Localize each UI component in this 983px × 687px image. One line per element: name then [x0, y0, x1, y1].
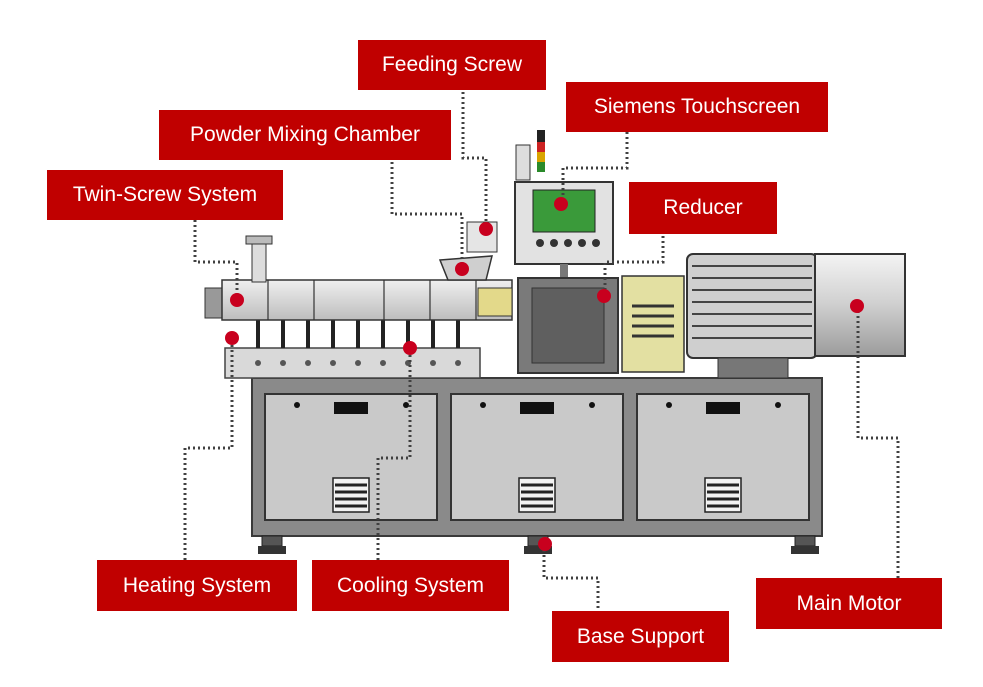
marker-dot-icon — [230, 293, 244, 307]
label-feeding-screw: Feeding Screw — [358, 40, 546, 90]
leader-heating — [183, 338, 234, 560]
label-powder-mixing-chamber: Powder Mixing Chamber — [159, 110, 451, 160]
label-cooling-system: Cooling System — [312, 560, 509, 611]
label-siemens-touchscreen: Siemens Touchscreen — [566, 82, 828, 132]
marker-dot-icon — [479, 222, 493, 236]
main-motor — [686, 253, 906, 379]
marker-dot-icon — [538, 537, 552, 551]
marker-dot-icon — [455, 262, 469, 276]
marker-dot-icon — [225, 331, 239, 345]
base-cabinet — [251, 377, 823, 554]
control-tower — [466, 130, 614, 280]
marker-dot-icon — [850, 299, 864, 313]
cooling-manifold — [224, 318, 481, 379]
label-twin-screw-system: Twin-Screw System — [47, 170, 283, 220]
reducer-gearbox — [517, 275, 685, 374]
leader-main-motor — [856, 306, 900, 578]
marker-dot-icon — [597, 289, 611, 303]
marker-dot-icon — [403, 341, 417, 355]
leader-reducer — [603, 236, 665, 296]
label-heating-system: Heating System — [97, 560, 297, 611]
leader-twin-screw — [193, 220, 239, 300]
label-reducer: Reducer — [629, 182, 777, 234]
extruder-barrel — [204, 235, 513, 321]
marker-dot-icon — [554, 197, 568, 211]
label-base-support: Base Support — [552, 611, 729, 662]
leader-powder-mixing — [390, 162, 464, 268]
leader-cooling — [376, 348, 412, 560]
leader-base-support — [542, 545, 600, 608]
label-main-motor: Main Motor — [756, 578, 942, 629]
